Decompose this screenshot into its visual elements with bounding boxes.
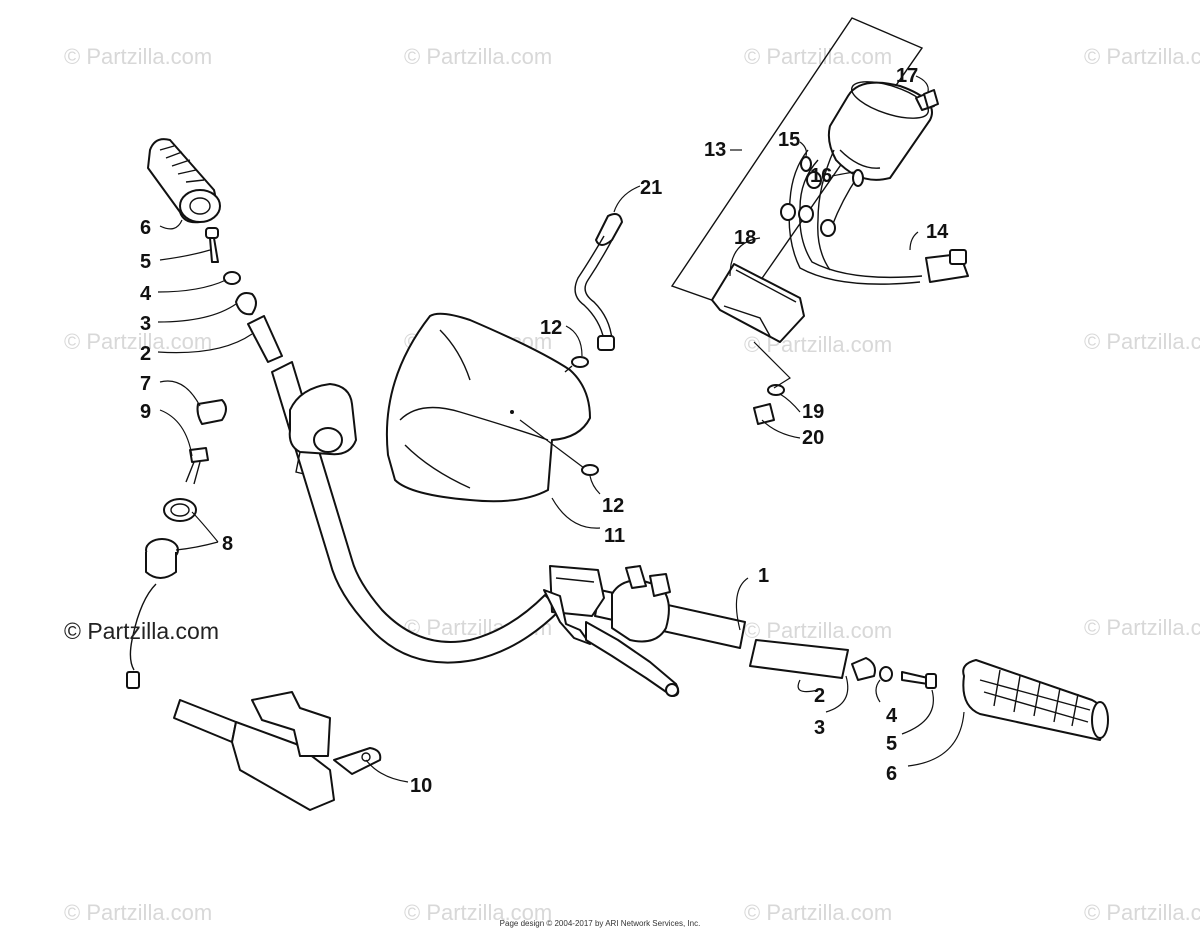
end-weight-3-left[interactable] [235,292,257,316]
callout-4-right: 4 [886,705,898,727]
partzilla-watermark: © Partzilla.com [64,618,219,644]
watermark: © Partzilla.com [1084,44,1200,69]
callout-6-right: 6 [886,763,897,785]
callout-12-lower: 12 [602,495,624,517]
callout-6: 6 [140,217,151,239]
watermark: © Partzilla.com [744,900,893,925]
callout-3: 3 [140,313,151,335]
ignition-switch[interactable] [126,538,179,689]
callout-1: 1 [758,565,769,587]
callout-8: 8 [222,533,233,555]
callout-10: 10 [410,775,432,797]
end-weight-3-right[interactable] [851,657,876,681]
callout-17: 17 [896,65,918,87]
wiring-harness[interactable] [780,149,969,285]
watermark: © Partzilla.com [64,900,213,925]
nut-20[interactable] [753,403,775,425]
bulb-15[interactable] [800,156,812,172]
callout-4: 4 [140,283,152,305]
switch-nut-8[interactable] [163,498,197,522]
callout-21: 21 [640,177,662,199]
watermark: © Partzilla.com [404,900,553,925]
windshield-cover[interactable] [385,312,591,503]
brake-master-cylinder[interactable] [543,565,605,645]
left-switch-housing[interactable] [288,383,357,475]
callout-3-right: 3 [814,717,825,739]
callout-11: 11 [604,525,625,547]
leader-lines [157,75,965,783]
bracket[interactable] [173,691,382,811]
key-9[interactable] [185,447,209,485]
bolt-12-lower[interactable] [519,419,599,476]
callout-18: 18 [734,227,756,249]
watermark: © Partzilla.com [744,618,893,643]
screw-17[interactable] [923,89,939,109]
brake-lever[interactable] [585,621,680,697]
callout-15: 15 [778,129,800,151]
screw-5-right[interactable] [901,671,937,689]
watermark: © Partzilla.com [1084,329,1200,354]
sleeve-2-right[interactable] [749,639,849,679]
callout-5: 5 [140,251,151,273]
callout-19: 19 [802,401,824,423]
watermark: © Partzilla.com [64,329,213,354]
page-footer: Page design © 2004-2017 by ARI Network S… [499,919,701,928]
washer-19[interactable] [767,384,785,396]
watermark: © Partzilla.com [64,44,213,69]
callout-14: 14 [926,221,949,243]
washer-4-right[interactable] [879,666,893,682]
bulb-16[interactable] [852,169,864,187]
cover-18[interactable] [711,263,805,343]
right-switch-housing[interactable] [611,565,671,643]
callout-7: 7 [140,373,151,395]
callout-2-right: 2 [814,685,825,707]
callout-13: 13 [704,139,726,161]
callout-20: 20 [802,427,824,449]
screw-5-left[interactable] [205,227,219,263]
speedometer-cable[interactable] [574,213,623,351]
washer-4-left[interactable] [223,271,241,285]
callout-9: 9 [140,401,151,423]
sleeve-2-left[interactable] [247,315,283,363]
left-grip[interactable] [147,138,221,224]
watermark: © Partzilla.com [1084,900,1200,925]
callout-5-right: 5 [886,733,897,755]
watermark: © Partzilla.com [744,44,893,69]
callout-12-upper: 12 [540,317,562,339]
key-cap-7[interactable] [196,399,227,425]
callout-2: 2 [140,343,151,365]
right-grip[interactable] [962,659,1109,741]
callout-16: 16 [810,165,832,187]
bolt-12-upper[interactable] [564,356,589,373]
watermark: © Partzilla.com [404,44,553,69]
watermark: © Partzilla.com [1084,615,1200,640]
